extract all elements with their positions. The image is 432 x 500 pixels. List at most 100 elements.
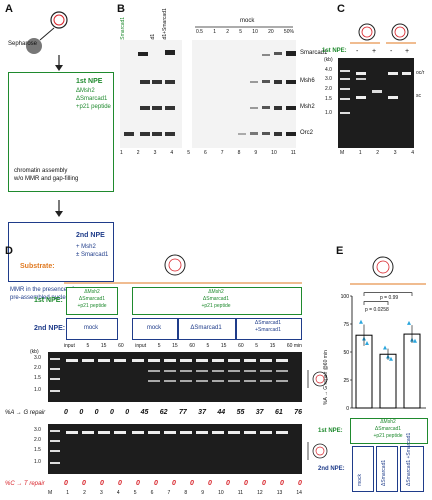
panel-c-substrates — [358, 23, 409, 41]
d-first1-l2: ΔSmarcad1 — [78, 296, 106, 302]
d-t-5: 5 — [157, 343, 161, 349]
panel-b-lane-numbers: 1 2 3 4 5 6 7 8 9 10 11 — [120, 151, 296, 156]
d-second-box-4 — [236, 318, 302, 340]
c-sign-1: - — [356, 48, 359, 55]
d-ct-7: 0 — [172, 480, 176, 487]
e-p2: p = 0.99 — [380, 295, 399, 301]
row-msh2: Msh2 — [300, 104, 315, 110]
b-lane-1: 1 — [120, 150, 123, 156]
b-lane-2: 2 — [136, 150, 140, 156]
row-msh6: Msh6 — [300, 78, 315, 84]
titration-3: 2 — [226, 29, 230, 35]
c-sign-4: + — [405, 48, 410, 55]
d-kb-top-4: 1.0 — [34, 387, 41, 393]
d-t-8: 5 — [206, 343, 210, 349]
blot-left — [120, 40, 182, 148]
panel-b-label: B — [117, 3, 125, 15]
second-npe-line-2: ± Smarcad1 — [76, 252, 109, 258]
d-orange-line — [64, 282, 302, 284]
titration-7: 50% — [283, 29, 294, 35]
b-lane-9: 9 — [254, 150, 258, 156]
d-kb-label: (kb) — [30, 349, 39, 355]
blot-right — [192, 40, 296, 148]
d-ag-6: 45 — [140, 409, 149, 416]
d-gel-bottom-bands — [50, 430, 288, 464]
e-first-label: 1st NPE: — [318, 428, 343, 434]
d-t-0: input — [64, 343, 75, 349]
d-product-icon-ag — [307, 370, 328, 388]
d-ct-12: 0 — [262, 480, 266, 487]
e-x-box-2 — [376, 446, 398, 492]
d-ct-10: 0 — [226, 480, 230, 487]
d-t-1: 5 — [86, 343, 90, 349]
panel-c-label: C — [337, 3, 345, 15]
e-xcat-2: ΔSmarcad1 — [381, 459, 387, 486]
e-point — [365, 341, 369, 346]
c-kb-2: 3.0 — [325, 76, 332, 82]
d-ag-values: 0 0 0 0 0 45 62 77 37 44 55 37 61 76 — [64, 409, 302, 416]
e-ytick-label: 0 — [346, 406, 349, 412]
d-substrate-label: Substrate: — [20, 263, 55, 270]
d-second-box-2 — [132, 318, 178, 340]
d-lane-8: 8 — [184, 490, 188, 496]
panel-c-orange-lines — [350, 42, 416, 44]
d-ag-label: %A → G repair — [5, 410, 46, 416]
d-second-rescue-1: ΔSmarcad1 — [254, 320, 282, 326]
e-ytick-label: 25 — [343, 378, 349, 384]
e-first-l3: +p21 peptide — [373, 433, 403, 439]
c-sign-3: - — [390, 48, 393, 55]
d-ag-1: 0 — [64, 409, 68, 416]
d-second-rescue-2: +Smarcad1 — [255, 327, 281, 333]
d-kb-top-3: 1.5 — [34, 375, 41, 381]
e-ytick-label: 75 — [343, 322, 349, 328]
panel-e-label: E — [336, 245, 344, 257]
d-ag-13: 61 — [274, 409, 283, 416]
d-lane-2: 2 — [83, 490, 86, 496]
d-first-box-2 — [132, 287, 302, 315]
d-t-2: 15 — [100, 343, 107, 349]
d-first-box-1 — [66, 287, 118, 315]
second-npe-line-1: + Msh2 — [76, 244, 96, 250]
e-first-l1: ΔMsh2 — [380, 419, 396, 425]
b-lane-11: 11 — [290, 150, 296, 156]
d-ct-9: 0 — [208, 480, 212, 487]
titration-4: 5 — [239, 29, 243, 35]
d-t-9: 15 — [220, 343, 227, 349]
d-t-7: 60 — [189, 343, 195, 349]
c-lane-m: M — [340, 150, 345, 156]
c-kb-4: 1.5 — [325, 96, 332, 102]
d-ct-4: 0 — [118, 480, 122, 487]
c-kb-label: (kb) — [324, 57, 333, 63]
d-lane-13: 13 — [276, 490, 283, 496]
sepharose-label: Sepharose — [8, 41, 38, 47]
d-kb-bot-1: 3.0 — [34, 427, 41, 433]
b-lane-8: 8 — [237, 150, 241, 156]
c-band-ocr: oc/r — [416, 70, 425, 76]
d-ct-1: 0 — [64, 480, 68, 487]
d-lane-11: 11 — [237, 490, 243, 496]
mock-bracket — [195, 26, 293, 28]
first-npe-line-3: +p21 peptide — [76, 104, 111, 110]
e-x-box-1 — [352, 446, 374, 492]
d-second-dsmarcad1: ΔSmarcad1 — [190, 325, 222, 331]
e-ytick-label: 100 — [341, 294, 350, 300]
first-npe-title: 1st NPE — [76, 78, 103, 85]
c-band-sc: sc — [416, 93, 421, 99]
first-npe-line-2: ΔSmarcad1 — [76, 96, 108, 102]
c-npe-label: 1st NPE: — [322, 48, 347, 54]
d-ct-13: 0 — [280, 480, 284, 487]
d-ag-11: 55 — [236, 409, 245, 416]
d-ct-3: 0 — [100, 480, 104, 487]
second-npe-box — [8, 222, 114, 282]
d-lane-5: 5 — [133, 490, 137, 496]
d-kb-top-1: 3.0 — [34, 355, 41, 361]
e-xcat-1: mock — [357, 474, 363, 486]
c-sign-2: + — [372, 48, 377, 55]
d-kb-bot-2: 2.0 — [34, 437, 41, 443]
d-ag-14: 76 — [294, 409, 302, 416]
d-lane-14: 14 — [296, 490, 302, 496]
d-kb-bot-4: 1.0 — [34, 459, 41, 465]
d-second-mock-1: mock — [83, 325, 99, 331]
c-kb-3: 2.0 — [325, 86, 332, 92]
